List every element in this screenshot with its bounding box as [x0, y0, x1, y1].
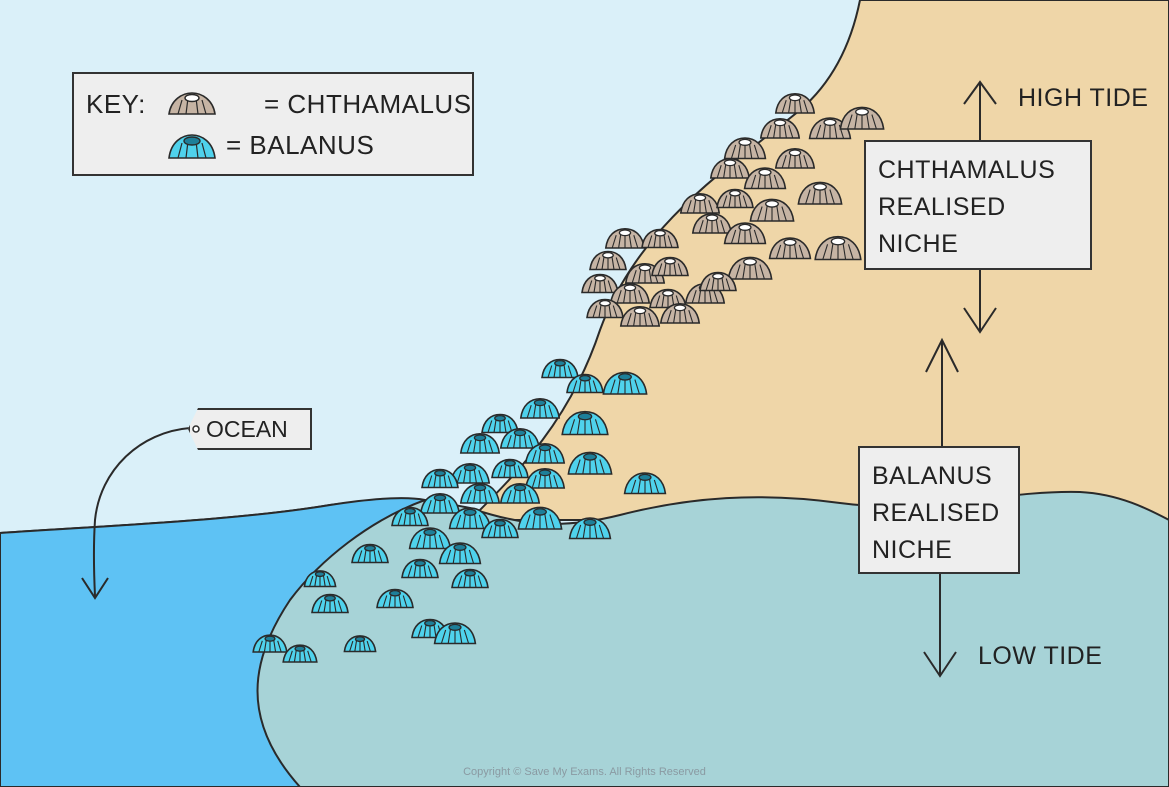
chthamalus-niche-line1: CHTHAMALUS	[878, 152, 1090, 189]
tag-hole-icon	[188, 424, 202, 436]
key-legend: KEY: = CHTHAMALUS = BALANUS	[72, 72, 474, 176]
ocean-label: OCEAN	[188, 408, 312, 450]
key-title: KEY:	[86, 89, 146, 120]
high-tide-label: HIGH TIDE	[1018, 84, 1148, 113]
balanus-niche-line3: NICHE	[872, 532, 1018, 569]
chthamalus-niche-line2: REALISED	[878, 189, 1090, 226]
balanus-niche-box: BALANUS REALISED NICHE	[858, 446, 1020, 574]
balanus-niche-line1: BALANUS	[872, 458, 1018, 495]
chthamalus-niche-line3: NICHE	[878, 226, 1090, 263]
key-chthamalus-label: = CHTHAMALUS	[264, 89, 472, 120]
chthamalus-barnacle-icon	[166, 88, 218, 124]
key-balanus-label: = BALANUS	[226, 130, 374, 161]
low-tide-label: LOW TIDE	[978, 642, 1102, 671]
copyright-notice: Copyright © Save My Exams. All Rights Re…	[0, 766, 1169, 778]
chthamalus-niche-box: CHTHAMALUS REALISED NICHE	[864, 140, 1092, 270]
balanus-barnacle-icon	[166, 130, 218, 168]
balanus-niche-line2: REALISED	[872, 495, 1018, 532]
